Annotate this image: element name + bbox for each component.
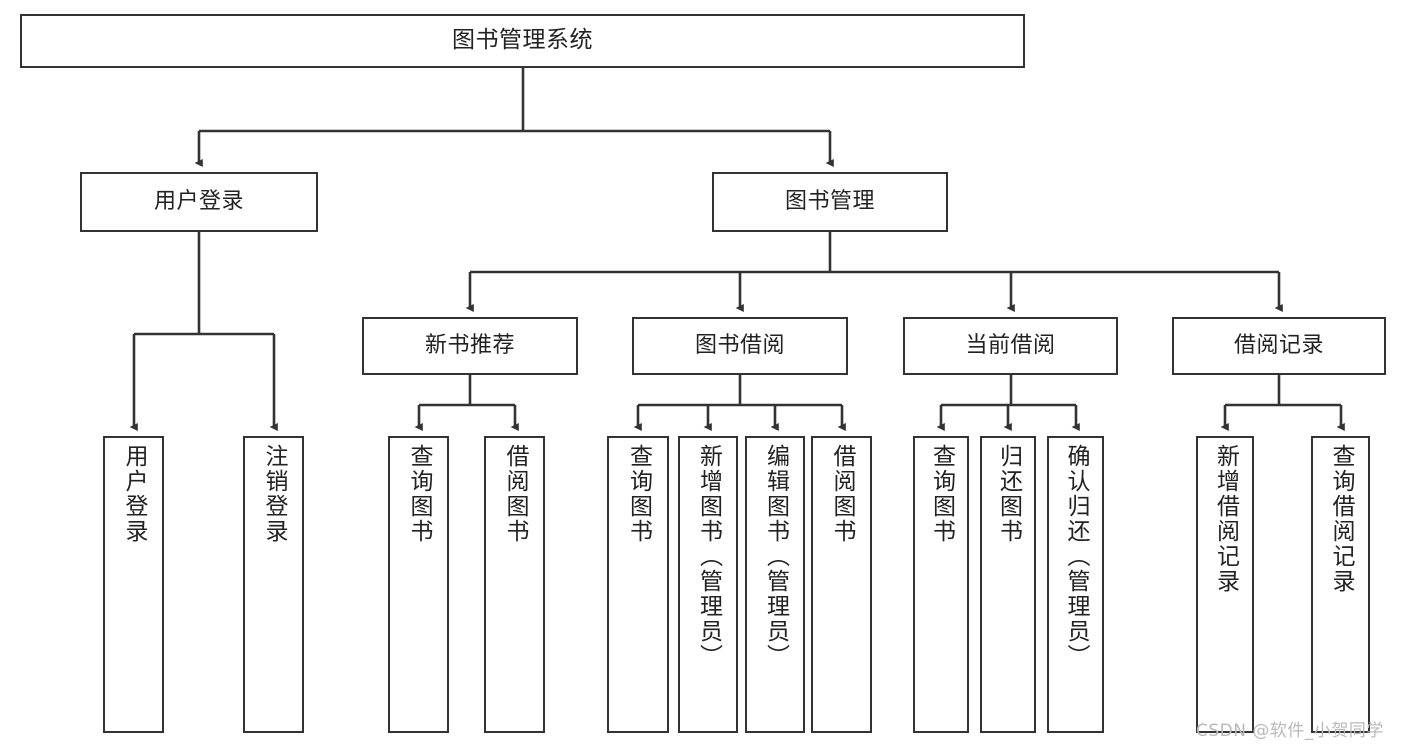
node-leaf-logout[interactable]: 注销登录 [243, 436, 304, 733]
node-label: 用户登录 [121, 444, 147, 544]
node-book-borrow[interactable]: 图书借阅 [632, 317, 848, 375]
node-label: 用户登录 [153, 188, 244, 214]
node-label: 编辑图书（管理员） [762, 444, 789, 669]
node-leaf-query-book-recommend[interactable]: 查询图书 [388, 436, 449, 733]
node-label: 借阅图书 [829, 444, 855, 544]
node-label: 图书管理系统 [452, 27, 593, 54]
node-label: 借阅记录 [1233, 332, 1324, 358]
node-label: 查询图书 [625, 444, 652, 544]
csdn-watermark: CSDN @软件_小贺同学 [1196, 721, 1384, 741]
node-user-login[interactable]: 用户登录 [80, 172, 318, 232]
node-leaf-user-login[interactable]: 用户登录 [103, 436, 164, 733]
node-label: 查询借阅记录 [1328, 444, 1354, 594]
node-current-borrow[interactable]: 当前借阅 [903, 317, 1118, 375]
node-new-book-recommend[interactable]: 新书推荐 [362, 317, 578, 375]
node-leaf-add-borrow-record[interactable]: 新增借阅记录 [1196, 436, 1254, 733]
node-leaf-query-borrow-record[interactable]: 查询借阅记录 [1311, 436, 1370, 733]
node-label: 当前借阅 [965, 332, 1056, 358]
node-label: 新书推荐 [424, 332, 515, 358]
node-label: 归还图书 [995, 444, 1022, 544]
node-leaf-confirm-return[interactable]: 确认归还（管理员） [1047, 436, 1104, 733]
node-label: 注销登录 [261, 444, 287, 544]
node-leaf-borrow-book-recommend[interactable]: 借阅图书 [484, 436, 545, 733]
node-label: 新增借阅记录 [1212, 444, 1239, 594]
node-label: 查询图书 [406, 444, 432, 544]
node-label: 借阅图书 [502, 444, 528, 544]
node-label: 确认归还（管理员） [1063, 444, 1089, 669]
node-leaf-add-book[interactable]: 新增图书（管理员） [678, 436, 738, 733]
node-book-management[interactable]: 图书管理 [712, 172, 948, 232]
node-label: 查询图书 [928, 444, 955, 544]
node-root-book-management-system[interactable]: 图书管理系统 [20, 14, 1025, 68]
node-label: 新增图书（管理员） [695, 444, 722, 669]
node-leaf-borrow-book[interactable]: 借阅图书 [811, 436, 872, 733]
node-label: 图书管理 [784, 188, 875, 214]
node-label: 图书借阅 [694, 332, 785, 358]
node-leaf-edit-book[interactable]: 编辑图书（管理员） [745, 436, 805, 733]
node-borrow-record[interactable]: 借阅记录 [1172, 317, 1386, 375]
node-leaf-query-book-current[interactable]: 查询图书 [913, 436, 969, 733]
node-leaf-return-book[interactable]: 归还图书 [980, 436, 1036, 733]
node-leaf-query-book-borrow[interactable]: 查询图书 [607, 436, 669, 733]
